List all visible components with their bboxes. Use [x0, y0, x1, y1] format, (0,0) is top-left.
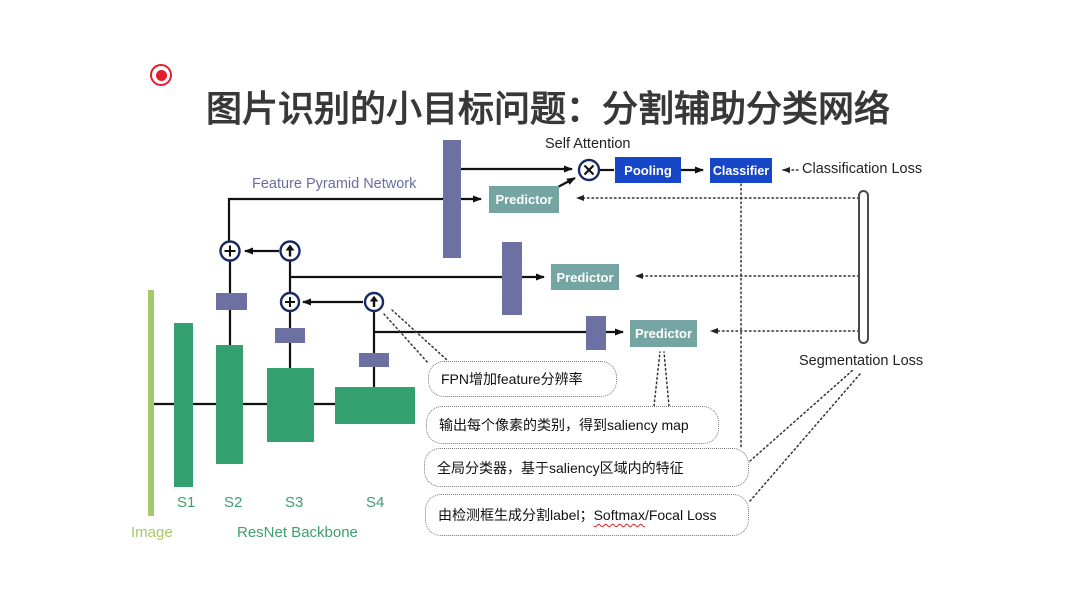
page-title: 图片识别的小目标问题：分割辅助分类网络 — [206, 88, 891, 130]
fpn-feature-bar-p3 — [502, 242, 522, 315]
stage-label-s1: S1 — [177, 494, 196, 511]
upsample-icon — [363, 291, 385, 313]
callout-text: 输出每个像素的类别，得到saliency map — [439, 417, 689, 433]
operator-circles — [219, 158, 601, 313]
upsample-icon — [279, 240, 301, 262]
callout-text-softmax: Softmax — [593, 507, 645, 523]
add-icon — [279, 291, 301, 313]
dotted-wires — [383, 167, 861, 502]
self-attention-label: Self Attention — [545, 136, 631, 152]
classifier-label: Classifier — [712, 163, 770, 178]
predictor-label: Predictor — [634, 326, 693, 341]
predictor-box-2: Predictor — [551, 264, 619, 290]
stage-label-s3: S3 — [285, 494, 304, 511]
title-bullet-icon — [150, 64, 172, 86]
segmentation-loss-bracket — [858, 190, 869, 344]
stage-label-s2: S2 — [224, 494, 243, 511]
callout-text: /Focal Loss — [644, 507, 717, 523]
fpn-network-label: Feature Pyramid Network — [252, 176, 417, 192]
fpn-feature-bar-p2 — [443, 140, 461, 258]
segmentation-loss-label: Segmentation Loss — [799, 353, 924, 369]
predictor-label: Predictor — [556, 269, 614, 285]
title-bullet-dot — [155, 69, 167, 81]
fpn-feature-bar-p4 — [586, 316, 606, 350]
pooling-box: Pooling — [615, 157, 681, 183]
resnet-backbone-label: ResNet Backbone — [237, 524, 358, 541]
classification-loss-label: Classification Loss — [802, 161, 923, 177]
backbone-stage-bar-s3 — [267, 368, 314, 442]
callout-global-classifier: 全局分类器，基于saliency区域内的特征 — [424, 448, 749, 487]
callout-text: FPN增加feature分辨率 — [441, 371, 583, 387]
callout-saliency-map: 输出每个像素的类别，得到saliency map — [426, 406, 719, 444]
callout-fpn-resolution: FPN增加feature分辨率 — [428, 361, 617, 397]
classifier-box: Classifier — [710, 158, 772, 183]
stage-label-s4: S4 — [366, 494, 385, 511]
add-icon — [219, 240, 241, 262]
predictor-label: Predictor — [495, 192, 553, 207]
predictor-box-1: Predictor — [489, 186, 559, 213]
predictor-box-3: Predictor — [630, 320, 697, 347]
lateral-conv-box-s4 — [359, 353, 389, 367]
callout-text: 由检测框生成分割label； — [438, 507, 594, 523]
lateral-conv-box-s2 — [216, 293, 247, 310]
backbone-stage-bar-s4 — [335, 387, 415, 424]
callout-segmentation-label: 由检测框生成分割label；Softmax/Focal Loss — [425, 494, 749, 536]
pooling-label: Pooling — [624, 162, 672, 178]
multiply-icon — [577, 158, 601, 182]
backbone-stage-bar-s1 — [174, 323, 193, 487]
image-label: Image — [131, 524, 173, 541]
callout-text: 全局分类器，基于saliency区域内的特征 — [437, 459, 684, 476]
lateral-conv-box-s3 — [275, 328, 305, 343]
image-input-bar — [148, 290, 154, 516]
backbone-stage-bar-s2 — [216, 345, 243, 464]
